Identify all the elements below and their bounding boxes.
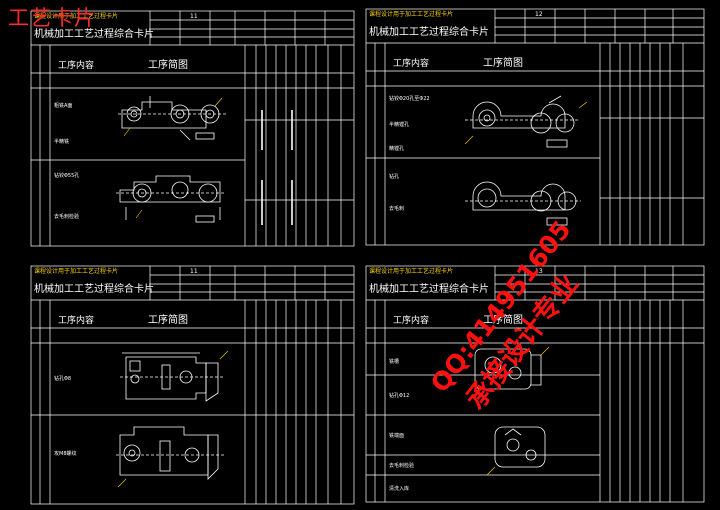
- step-label: 钻铰Φ55孔: [54, 172, 79, 179]
- col-process-content: 工序内容: [58, 59, 94, 71]
- card-2-text: 课程设计用于加工工艺过程卡片 机械加工工艺过程综合卡片 12 工序内容 工序简图…: [369, 10, 543, 212]
- process-card-1: 课程设计用于加工工艺过程卡片 机械加工工艺过程综合卡片 11 工序内容 工序简图…: [30, 10, 355, 247]
- step-label: 钻铰Φ20孔至Φ22: [389, 95, 430, 102]
- col-process-sketch: 工序简图: [148, 58, 188, 71]
- card-header-field: 12: [535, 11, 543, 18]
- card-header-field: 13: [535, 268, 543, 275]
- card-top-line: 课程设计用于加工工艺过程卡片: [369, 10, 453, 18]
- step-label: 钻孔Φ8: [54, 375, 71, 382]
- card-3-text: 课程设计用于加工工艺过程卡片 机械加工工艺过程综合卡片 11 工序内容 工序简图…: [34, 267, 198, 457]
- step-label: 去毛刺检验: [54, 213, 79, 220]
- card-title: 机械加工工艺过程综合卡片: [369, 282, 489, 295]
- step-label: 攻M8螺纹: [54, 450, 77, 457]
- process-card-2: 课程设计用于加工工艺过程卡片 机械加工工艺过程综合卡片 12 工序内容 工序简图…: [365, 8, 705, 246]
- card-4-text: 课程设计用于加工工艺过程卡片 机械加工工艺过程综合卡片 13 工序内容 工序简图…: [369, 267, 543, 492]
- card-top-line: 课程设计用于加工工艺过程卡片: [34, 12, 118, 20]
- card-title: 机械加工工艺过程综合卡片: [34, 27, 154, 40]
- step-label: 清洗入库: [389, 485, 409, 492]
- step-label: 去毛刺检验: [389, 462, 414, 469]
- overlay-title: 工艺卡片: [8, 6, 96, 30]
- step-label: 半精镗孔: [389, 121, 409, 128]
- step-label: 粗铣A面: [54, 102, 72, 109]
- card-title: 机械加工工艺过程综合卡片: [369, 25, 489, 38]
- step-label: 去毛刺: [389, 205, 404, 212]
- step-label: 铣槽: [389, 358, 399, 365]
- process-card-4: 课程设计用于加工工艺过程卡片 机械加工工艺过程综合卡片 13 工序内容 工序简图…: [365, 265, 705, 503]
- col-process-sketch: 工序简图: [483, 56, 523, 69]
- card-header-field: 11: [190, 268, 198, 275]
- col-process-content: 工序内容: [393, 57, 429, 69]
- col-process-sketch: 工序简图: [483, 313, 523, 326]
- card-top-line: 课程设计用于加工工艺过程卡片: [34, 267, 118, 275]
- card-header-field: 11: [190, 13, 198, 20]
- col-process-content: 工序内容: [393, 314, 429, 326]
- step-label: 钻孔Φ12: [389, 392, 409, 399]
- card-title: 机械加工工艺过程综合卡片: [34, 282, 154, 295]
- col-process-content: 工序内容: [58, 314, 94, 326]
- step-label: 铣端面: [389, 432, 404, 439]
- step-label: 钻孔: [389, 173, 399, 180]
- process-card-3: 课程设计用于加工工艺过程卡片 机械加工工艺过程综合卡片 11 工序内容 工序简图…: [30, 265, 355, 505]
- card-1-text: 课程设计用于加工工艺过程卡片 机械加工工艺过程综合卡片 11 工序内容 工序简图…: [34, 12, 198, 220]
- col-process-sketch: 工序简图: [148, 313, 188, 326]
- step-label: 精镗孔: [389, 145, 404, 152]
- card-top-line: 课程设计用于加工工艺过程卡片: [369, 267, 453, 275]
- step-label: 半精铣: [54, 138, 69, 145]
